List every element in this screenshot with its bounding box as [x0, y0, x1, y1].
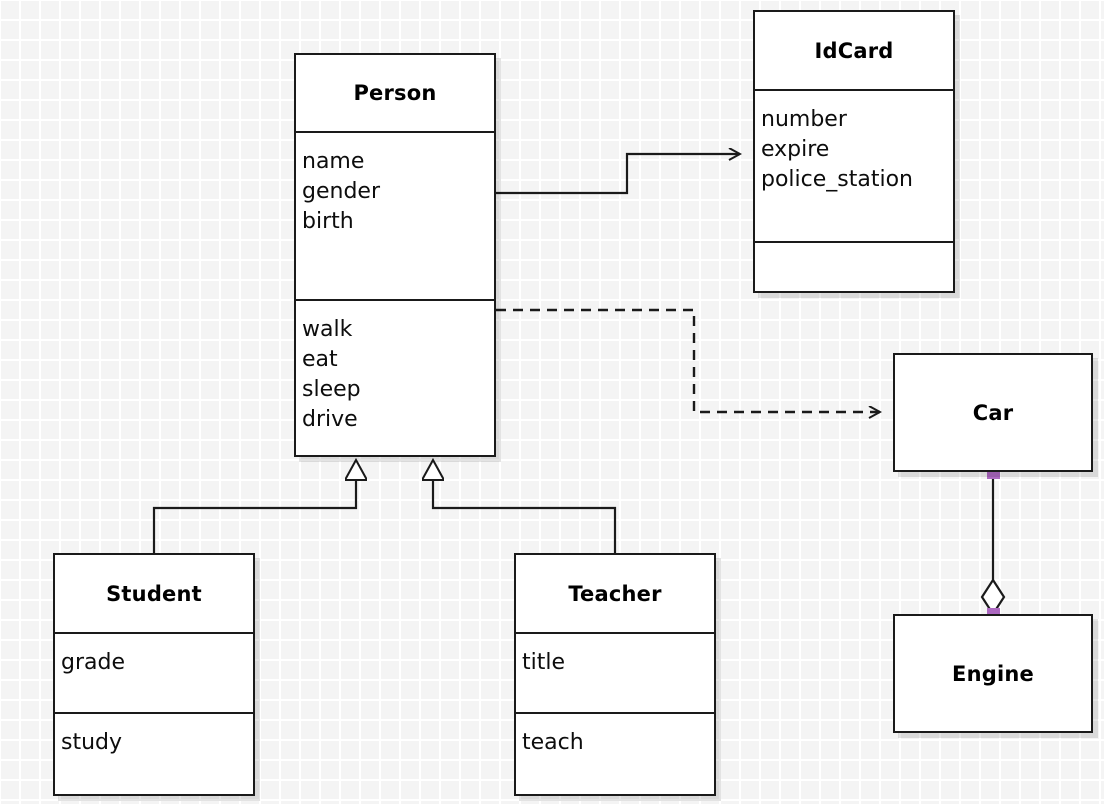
- operations-compartment-student: study: [55, 712, 253, 794]
- edge-person-car[interactable]: [496, 308, 880, 412]
- attribute-item: number: [761, 107, 847, 132]
- attributes-compartment-idcard: number expire police_station: [755, 89, 953, 241]
- class-name-teacher: Teacher: [568, 581, 662, 606]
- attribute-item: title: [522, 650, 566, 675]
- operation-item: eat: [302, 347, 338, 372]
- class-name-idcard: IdCard: [814, 38, 894, 63]
- operation-item: teach: [522, 730, 584, 755]
- operations-compartment-idcard: [755, 241, 953, 291]
- attribute-item: grade: [61, 650, 125, 675]
- class-box-person[interactable]: Person name gender birth walk eat sleep …: [294, 53, 496, 457]
- operation-item: study: [61, 730, 123, 755]
- edge-teacher-person[interactable]: [433, 480, 617, 553]
- attribute-item: police_station: [761, 167, 913, 192]
- edge-person-idcard[interactable]: [496, 154, 740, 195]
- operations-compartment-teacher: teach: [516, 712, 714, 794]
- operations-compartment-person: walk eat sleep drive: [296, 299, 494, 455]
- edge-student-person[interactable]: [152, 480, 356, 553]
- class-box-car[interactable]: Car: [893, 353, 1093, 472]
- attribute-item: name: [302, 149, 365, 174]
- class-name-person: Person: [353, 81, 437, 105]
- class-name-car: Car: [972, 400, 1014, 425]
- attribute-item: expire: [761, 137, 830, 162]
- class-box-engine[interactable]: Engine: [893, 614, 1093, 733]
- attributes-compartment-person: name gender birth: [296, 131, 494, 299]
- class-box-teacher[interactable]: Teacher title teach: [514, 553, 716, 796]
- operation-item: drive: [302, 407, 358, 432]
- edge-car-engine[interactable]: [980, 472, 1006, 617]
- operation-item: sleep: [302, 377, 361, 402]
- attributes-compartment-student: grade: [55, 632, 253, 712]
- attribute-item: gender: [302, 179, 380, 204]
- class-box-idcard[interactable]: IdCard number expire police_station: [753, 10, 955, 293]
- attribute-item: birth: [302, 209, 354, 234]
- attributes-compartment-teacher: title: [516, 632, 714, 712]
- class-name-engine: Engine: [952, 661, 1034, 686]
- operation-item: walk: [302, 317, 353, 342]
- class-box-student[interactable]: Student grade study: [53, 553, 255, 796]
- class-name-student: Student: [106, 581, 202, 606]
